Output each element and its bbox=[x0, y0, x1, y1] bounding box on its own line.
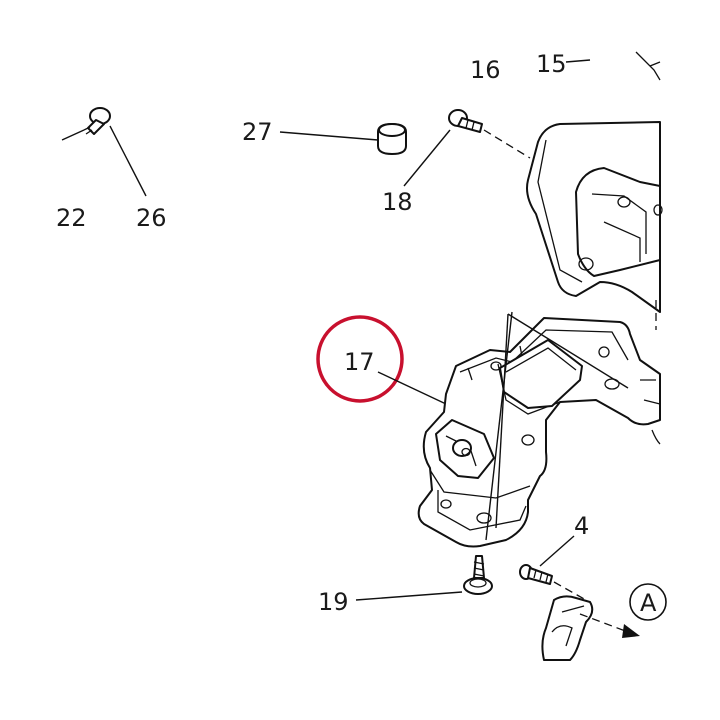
callout-26[interactable]: 26 bbox=[136, 204, 167, 232]
callout-16[interactable]: 16 bbox=[470, 56, 501, 84]
bracket-part-17[interactable] bbox=[417, 317, 661, 548]
assembly-line-4 bbox=[553, 581, 587, 601]
view-marker-a-circle[interactable] bbox=[629, 583, 667, 621]
screw-part-4[interactable] bbox=[519, 564, 553, 585]
screw-part-18[interactable] bbox=[448, 109, 483, 133]
assembly-line-a bbox=[485, 311, 513, 541]
callout-18[interactable]: 18 bbox=[382, 188, 413, 216]
assembly-line-c bbox=[507, 313, 629, 389]
assembly-line-18 bbox=[483, 129, 531, 159]
callout-27[interactable]: 27 bbox=[242, 118, 273, 146]
leader-line-4 bbox=[539, 535, 575, 567]
callout-22[interactable]: 22 bbox=[56, 204, 87, 232]
screw-part-26[interactable] bbox=[83, 107, 111, 135]
assembly-line-b bbox=[495, 313, 509, 529]
highlight-circle-17 bbox=[316, 315, 404, 403]
trim-component[interactable] bbox=[541, 595, 594, 661]
leader-line-26 bbox=[109, 125, 147, 197]
callout-17[interactable]: 17 bbox=[344, 348, 375, 376]
screw-part-19[interactable] bbox=[463, 555, 493, 595]
callout-4[interactable]: 4 bbox=[574, 512, 589, 540]
leader-line-27 bbox=[279, 131, 379, 141]
leader-line-17 bbox=[377, 371, 447, 405]
direction-arrow-a bbox=[579, 613, 629, 633]
callout-15[interactable]: 15 bbox=[536, 50, 567, 78]
callout-19[interactable]: 19 bbox=[318, 588, 349, 616]
view-marker-a[interactable]: A bbox=[640, 589, 657, 617]
leader-line-18 bbox=[403, 129, 451, 187]
cap-part-27[interactable] bbox=[377, 123, 407, 155]
leader-line-19 bbox=[355, 591, 463, 601]
leader-line-15 bbox=[565, 59, 591, 63]
arrowhead-a bbox=[622, 624, 640, 638]
leader-line-22 bbox=[61, 129, 85, 141]
bracket-part-16[interactable] bbox=[526, 51, 663, 330]
